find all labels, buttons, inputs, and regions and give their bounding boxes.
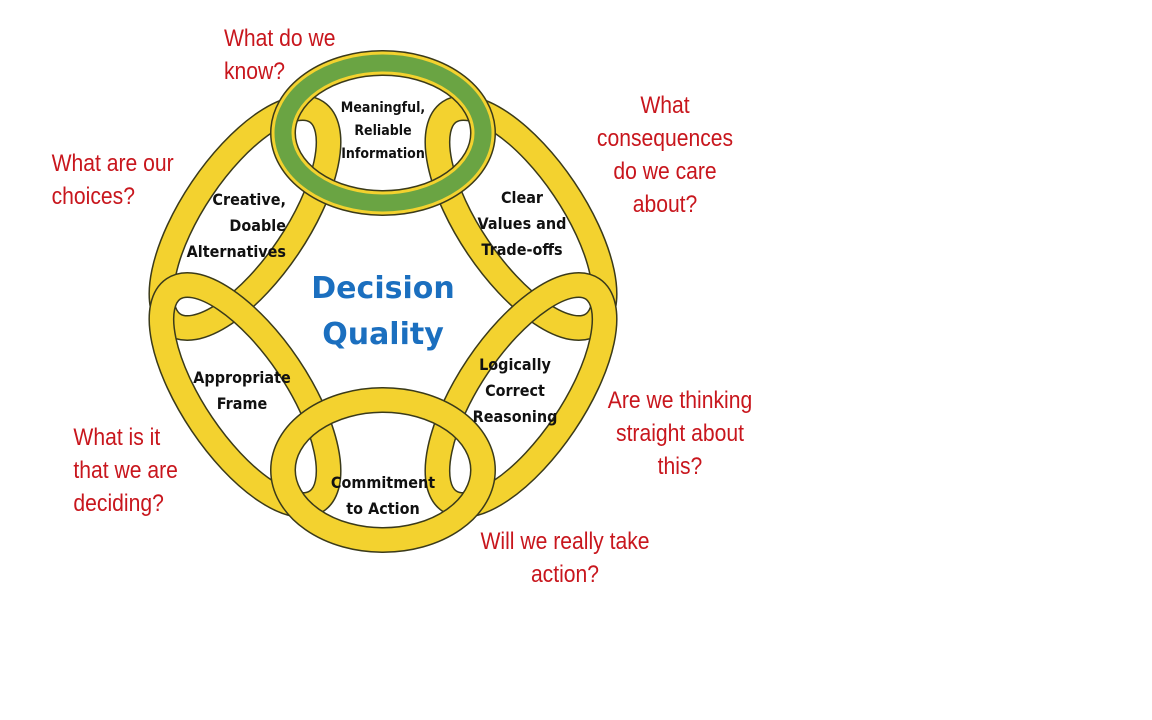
question-choices: What are our choices? [52,147,193,213]
question-line: about? [632,191,698,218]
element-information: Meaningful, Reliable Information [329,97,437,166]
question-line: do we care [613,158,717,185]
label-line: Logically [479,355,551,374]
question-line: Are we thinking [607,387,753,414]
label-line: to Action [346,499,420,518]
question-line: consequences [596,125,734,152]
question-line: What are our [51,150,174,177]
label-line: Doable [229,216,286,235]
label-line: Clear [500,188,544,207]
question-line: What is it [73,424,161,451]
element-action: Commitment to Action [325,470,442,522]
question-line: action? [530,561,600,588]
title-line-1: Decision [311,271,455,306]
ring-action [270,387,496,553]
element-alternatives: Creative, Doable Alternatives [178,187,286,265]
label-line: Frame [216,394,268,413]
question-line: that we are [73,457,178,484]
label-line: Trade-offs [481,240,563,259]
label-line: Creative, [212,190,286,209]
question-consequences: What consequences do we care about? [595,89,736,221]
label-line: Correct [485,381,545,400]
ring-frame [148,271,342,519]
element-frame: Appropriate Frame [188,365,296,417]
label-line: Appropriate [193,368,291,387]
question-line: choices? [51,183,135,210]
ring-reasoning [424,271,618,519]
title-line-2: Quality [322,317,444,352]
label-line: Alternatives [186,242,286,261]
diagram-title: Decision Quality [303,266,463,358]
question-line: straight about [616,420,744,447]
label-line: Meaningful, [340,100,426,116]
question-line: What [640,92,690,119]
question-line: this? [657,453,703,480]
label-line: Values and [477,214,567,233]
question-line: Will we really take [480,528,650,555]
question-deciding: What is it that we are deciding? [73,421,196,520]
question-know: What do we know? [224,22,356,88]
label-line: Commitment [330,473,436,492]
question-line: What do we [224,25,336,52]
element-values: Clear Values and Trade-offs [468,185,576,263]
question-straight: Are we thinking straight about this? [601,384,759,483]
question-line: know? [224,58,286,85]
question-take-action: Will we really take action? [477,525,653,591]
ring-information [270,50,496,216]
label-line: Reliable [354,123,412,139]
question-line: deciding? [73,490,164,517]
label-line: Reasoning [472,407,558,426]
label-line: Information [341,146,425,162]
element-reasoning: Logically Correct Reasoning [461,352,569,430]
